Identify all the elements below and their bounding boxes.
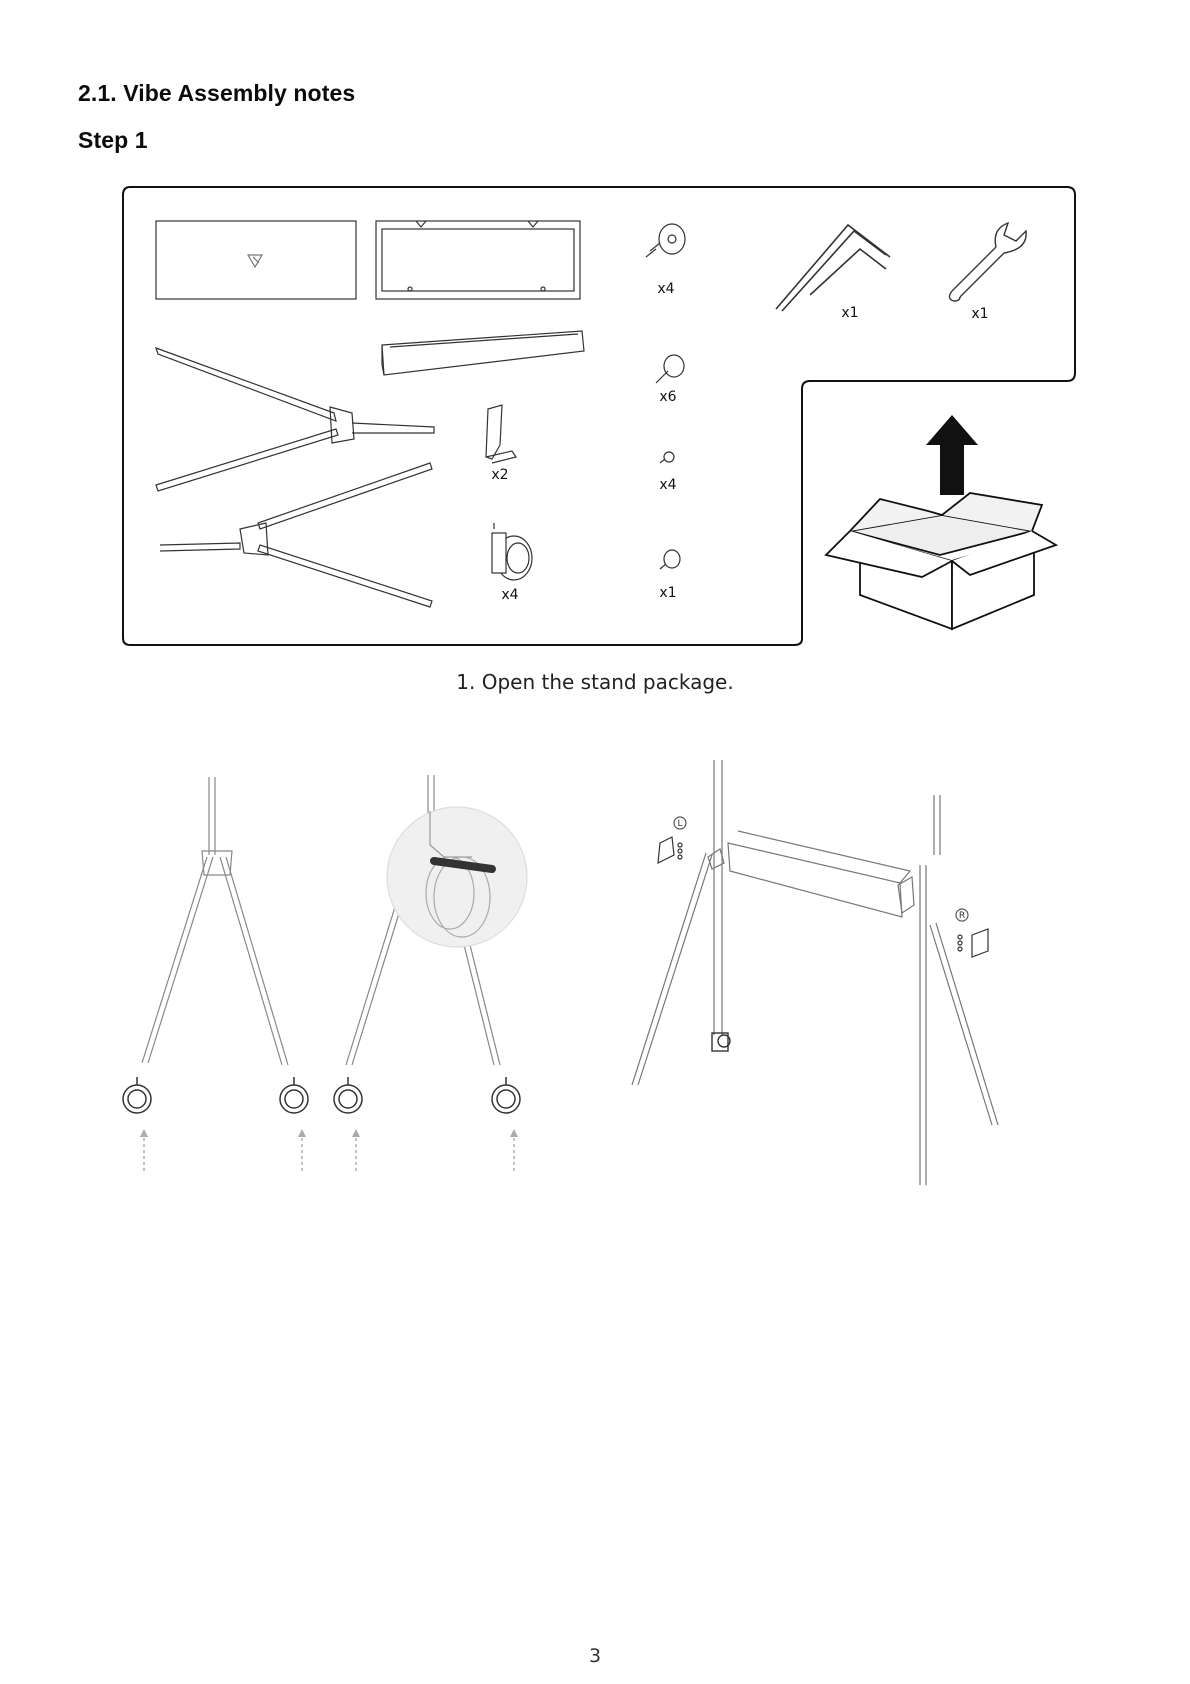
caster-left-2 bbox=[280, 1077, 308, 1113]
caster-qty: x4 bbox=[501, 587, 518, 603]
caster-left-3 bbox=[334, 1077, 362, 1113]
section-title: 2.1. Vibe Assembly notes bbox=[78, 80, 355, 107]
hex-keys-qty: x1 bbox=[841, 305, 858, 321]
page-number: 3 bbox=[0, 1645, 1190, 1667]
stand-leg-left bbox=[142, 777, 288, 1065]
stand-with-rail bbox=[632, 760, 998, 1185]
step-caption: 1. Open the stand package. bbox=[0, 670, 1190, 694]
left-side-label: L bbox=[677, 819, 682, 829]
side-bracket-right bbox=[958, 929, 988, 957]
caster-wheel bbox=[492, 523, 532, 580]
screw-small bbox=[660, 452, 674, 463]
side-bracket-left bbox=[658, 837, 682, 863]
hex-keys bbox=[776, 225, 890, 311]
leg-frame-lower bbox=[160, 463, 432, 607]
parts-illustration: x2 x4 x4 x6 x4 x1 x1 x1 bbox=[120, 183, 1080, 648]
display-panel bbox=[156, 221, 356, 299]
rail-caster bbox=[712, 1033, 730, 1051]
back-tray bbox=[376, 221, 580, 299]
caster-left-1 bbox=[123, 1077, 151, 1113]
open-box bbox=[826, 493, 1056, 629]
screw-single bbox=[660, 550, 680, 569]
caster-left-4 bbox=[492, 1077, 520, 1113]
screw-large-qty: x4 bbox=[657, 281, 674, 297]
leg-frame-upper bbox=[156, 348, 434, 491]
screw-medium bbox=[656, 355, 684, 383]
foot-bracket-qty: x2 bbox=[491, 467, 508, 483]
rail-bar bbox=[382, 331, 584, 375]
screw-medium-qty: x6 bbox=[659, 389, 676, 405]
insert-arrows bbox=[144, 1133, 514, 1171]
foot-bracket bbox=[486, 405, 516, 463]
step-title: Step 1 bbox=[78, 127, 148, 154]
wrench bbox=[949, 223, 1026, 301]
wrench-zoom-detail bbox=[387, 807, 527, 947]
screw-single-qty: x1 bbox=[659, 585, 676, 601]
up-arrow-icon bbox=[926, 415, 978, 495]
screw-large bbox=[646, 224, 685, 257]
screw-small-qty: x4 bbox=[659, 477, 676, 493]
assembly-illustration: L R bbox=[112, 745, 1097, 1195]
wrench-qty: x1 bbox=[971, 306, 988, 322]
right-side-label: R bbox=[959, 911, 965, 921]
